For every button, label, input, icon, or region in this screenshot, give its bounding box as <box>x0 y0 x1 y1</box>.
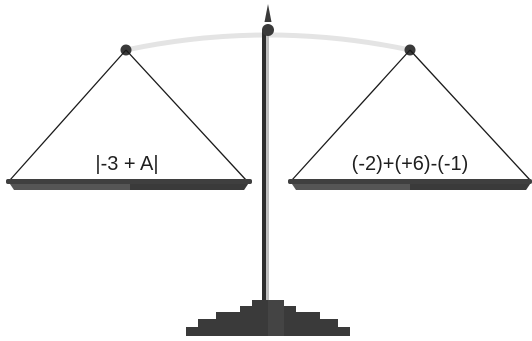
left-pan <box>6 179 252 190</box>
left-pan-expression: |-3 + A| <box>95 153 158 175</box>
scale-top-spike <box>264 4 272 22</box>
right-pan-expression: (-2)+(+6)-(-1) <box>352 153 469 175</box>
right-string-a <box>291 49 411 181</box>
scale-base <box>186 300 350 336</box>
scale-pole-shadow <box>262 30 266 302</box>
right-string-b <box>409 49 531 181</box>
right-pan <box>288 179 532 190</box>
scale-pole <box>266 30 269 302</box>
pivot-center <box>262 24 274 36</box>
left-string-b <box>125 49 247 181</box>
left-string-a <box>9 49 127 181</box>
